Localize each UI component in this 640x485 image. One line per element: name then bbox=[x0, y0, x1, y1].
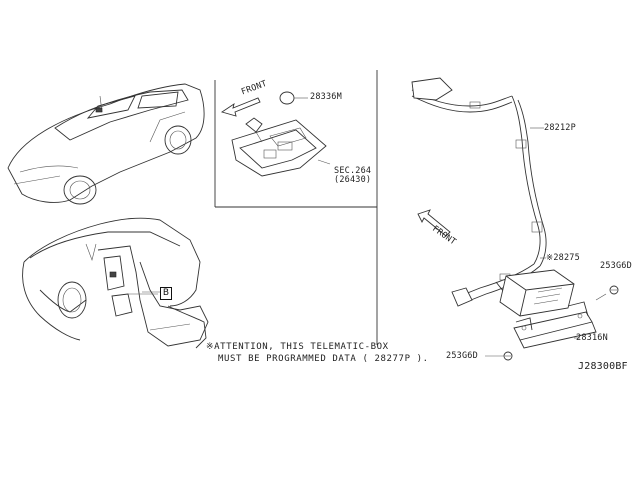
panel-dividers bbox=[214, 70, 378, 345]
part-number-28336M: 28336M bbox=[310, 92, 342, 102]
part-number-28212P: 28212P bbox=[544, 123, 576, 133]
part-number-253G6D-bottom: 253G6D bbox=[446, 351, 478, 361]
bracket-drawing bbox=[513, 301, 597, 349]
diagram-code: J28300BF bbox=[578, 361, 628, 372]
vehicle-illustration bbox=[7, 83, 205, 205]
section-ref-26430: (26430) bbox=[334, 175, 372, 185]
dashboard-illustration bbox=[22, 217, 209, 349]
front-arrow-top bbox=[220, 97, 261, 117]
front-arrow-right bbox=[417, 209, 451, 237]
attention-note-line1: ※ATTENTION, THIS TELEMATIC-BOX bbox=[206, 342, 389, 352]
leader-lines bbox=[142, 127, 580, 357]
telematic-box-drawing bbox=[499, 269, 575, 317]
overhead-console bbox=[231, 91, 331, 177]
section-ref-sec264: SEC.264 bbox=[334, 166, 372, 176]
attention-note-line2: MUST BE PROGRAMMED DATA ( 28277P ). bbox=[218, 354, 429, 364]
reference-box-b: B bbox=[160, 287, 172, 300]
part-number-28275: ※28275 bbox=[546, 253, 580, 263]
part-number-28316N: 28316N bbox=[576, 333, 608, 343]
wiring-harness bbox=[411, 77, 547, 307]
part-number-253G6D-top: 253G6D bbox=[600, 261, 632, 271]
